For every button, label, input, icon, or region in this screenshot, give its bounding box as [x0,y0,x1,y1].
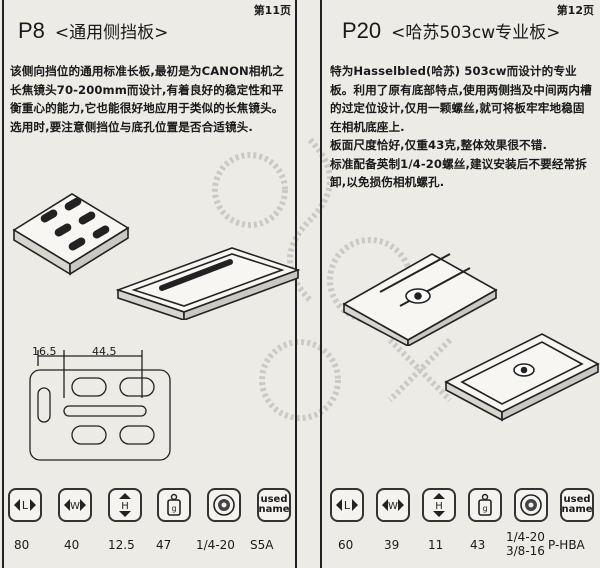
width-icon: W [376,488,410,522]
name-label: name [561,504,593,515]
spec-model: P-HBA [548,538,585,552]
product-code: P8 [18,18,45,43]
spec-height: 11 [428,538,444,552]
page-p20: 第12页 P20 <哈苏503cw专业板> 特为Hasselbled(哈苏) 5… [320,0,600,568]
page-p8: 第11页 P8 <通用侧挡板> 该侧向挡位的通用标准长板,最初是为CANON相机… [2,0,301,568]
product-description: 该侧向挡位的通用标准长板,最初是为CANON相机之长焦镜头70-200mm而设计… [10,62,289,136]
plate-illustration [342,253,498,346]
svg-text:H: H [435,501,443,512]
plate-illustration [12,193,130,276]
height-icon: H [422,488,456,522]
description-paragraph: 该侧向挡位的通用标准长板,最初是为CANON相机之长焦镜头70-200mm而设计… [10,64,284,115]
svg-text:g: g [482,504,487,513]
product-title: P20 <哈苏503cw专业板> [342,18,560,44]
length-icon: L [8,488,42,522]
height-icon: H [107,488,142,522]
description-paragraph: 板面尺度恰好,仅重43克,整体效果很不错. [330,138,547,152]
svg-text:L: L [22,499,29,512]
description-paragraph: 特为Hasselbled(哈苏) 503cw而设计的专业板。利用了原有底部特点,… [330,64,592,134]
spec-values: 60 39 11 43 1/4-20 3/8-16 P-HBA [322,530,598,564]
spec-model: S5A [250,538,274,552]
weight-icon: g [468,488,502,522]
dimension-drawing [29,350,171,461]
description-paragraph: 标准配备英制1/4-20螺丝,建议安装后不要经常拆卸,以免损伤相机螺孔. [330,156,587,190]
product-name: <哈苏503cw专业板> [391,23,561,43]
name-label: name [258,504,290,515]
spec-values: 80 40 12.5 47 1/4-20 S5A [4,538,295,564]
spec-screw-alt: 3/8-16 [506,544,545,558]
weight-icon: g [157,488,192,522]
page-number: 第11页 [253,4,291,17]
spec-length: 60 [338,538,354,552]
width-icon: W [57,488,92,522]
description-paragraph: 选用时,要注意侧挡位与底孔位置是否合适镜头. [10,119,253,134]
length-icon: L [330,488,364,522]
dimension-label: 16.5 [32,345,57,358]
spec-length: 80 [14,538,30,552]
svg-text:L: L [344,499,351,512]
spec-width: 40 [64,538,80,552]
product-description: 特为Hasselbled(哈苏) 503cw而设计的专业板。利用了原有底部特点,… [330,62,594,192]
svg-text:W: W [388,501,398,512]
screw-icon [514,488,548,522]
spec-width: 39 [384,538,400,552]
product-title: P8 <通用侧挡板> [18,18,168,44]
dimension-label: 44.5 [92,345,117,358]
svg-text:W: W [70,501,80,512]
plate-side-view [115,247,301,320]
screw-icon [207,488,242,522]
spec-weight: 47 [156,538,172,552]
page-number: 第12页 [556,4,594,17]
spec-weight: 43 [470,538,486,552]
product-code: P20 [342,18,382,43]
svg-text:H: H [121,501,129,512]
product-name: <通用侧挡板> [54,23,169,43]
spec-screw: 1/4-20 [506,530,545,544]
used-label: used [260,494,288,505]
used-label: used [563,494,591,505]
svg-text:g: g [172,504,177,513]
plate-side-view [444,333,600,422]
spec-height: 12.5 [108,538,135,552]
spec-screw: 1/4-20 [196,538,235,552]
